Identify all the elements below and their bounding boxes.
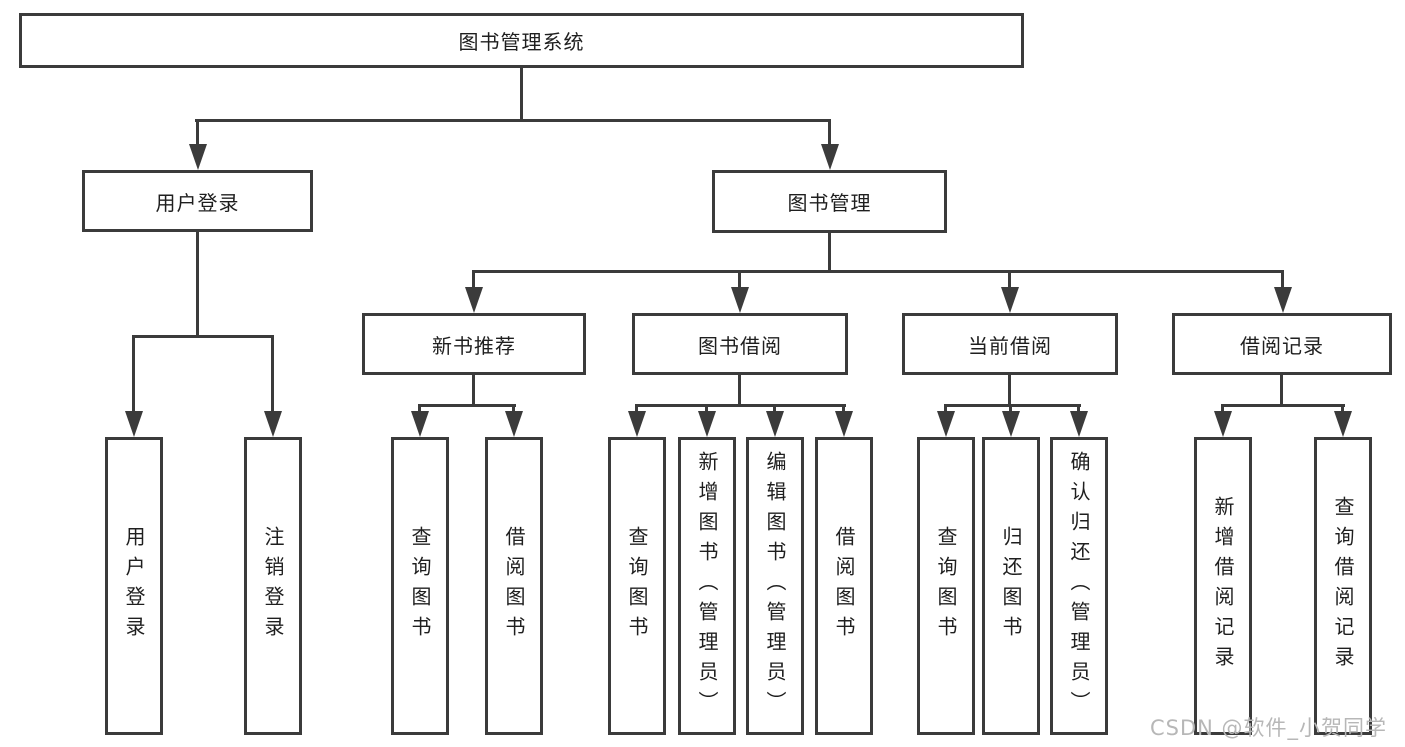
- leaf-label: 归还图书: [999, 526, 1023, 646]
- leaf-user-login: 用户登录: [105, 437, 163, 735]
- node-book-management: 图书管理: [712, 170, 947, 233]
- leaf-label: 借阅图书: [502, 526, 526, 646]
- connector-line: [418, 404, 421, 413]
- arrowhead-icon: [1214, 411, 1232, 437]
- arrowhead-icon: [628, 411, 646, 437]
- node-label: 图书借阅: [698, 333, 782, 358]
- connector-line: [1281, 270, 1284, 289]
- arrowhead-icon: [1002, 411, 1020, 437]
- arrowhead-icon: [1274, 287, 1292, 313]
- arrowhead-icon: [835, 411, 853, 437]
- connector-line: [1008, 375, 1011, 406]
- connector-line: [1280, 375, 1283, 406]
- leaf-query-borrow-record: 查询借阅记录: [1314, 437, 1372, 735]
- arrowhead-icon: [731, 287, 749, 313]
- arrowhead-icon: [821, 144, 839, 170]
- connector-line: [944, 404, 947, 413]
- connector-line: [1009, 404, 1012, 413]
- leaf-label: 编辑图书（管理员）: [763, 451, 787, 721]
- connector-line: [828, 119, 831, 146]
- connector-line: [635, 404, 846, 407]
- leaf-label: 确认归还（管理员）: [1067, 451, 1091, 721]
- leaf-label: 查询借阅记录: [1331, 496, 1355, 676]
- connector-line: [132, 335, 135, 412]
- leaf-add-borrow-record: 新增借阅记录: [1194, 437, 1252, 735]
- connector-line: [738, 375, 741, 406]
- arrowhead-icon: [937, 411, 955, 437]
- leaf-label: 新增图书（管理员）: [695, 451, 719, 721]
- connector-line: [1341, 404, 1344, 413]
- arrowhead-icon: [766, 411, 784, 437]
- leaf-borrow-books-recommend: 借阅图书: [485, 437, 543, 735]
- csdn-watermark: CSDN @软件_小贺同学: [1150, 716, 1388, 740]
- arrowhead-icon: [505, 411, 523, 437]
- leaf-label: 查询图书: [408, 526, 432, 646]
- leaf-logout: 注销登录: [244, 437, 302, 735]
- connector-line: [1077, 404, 1080, 413]
- connector-line: [196, 232, 199, 336]
- leaf-return-book: 归还图书: [982, 437, 1040, 735]
- node-current-borrowing: 当前借阅: [902, 313, 1118, 375]
- connector-line: [271, 335, 274, 412]
- connector-line: [1221, 404, 1224, 413]
- arrowhead-icon: [264, 411, 282, 437]
- leaf-label: 查询图书: [934, 526, 958, 646]
- leaf-query-books-current: 查询图书: [917, 437, 975, 735]
- node-label: 图书管理: [787, 191, 872, 215]
- leaf-label: 用户登录: [122, 526, 146, 646]
- leaf-query-books-borrowing: 查询图书: [608, 437, 666, 735]
- arrowhead-icon: [189, 144, 207, 170]
- arrowhead-icon: [411, 411, 429, 437]
- leaf-label: 查询图书: [625, 526, 649, 646]
- leaf-label: 注销登录: [261, 526, 285, 646]
- connector-line: [1008, 270, 1011, 289]
- connector-line: [512, 404, 515, 413]
- node-label: 借阅记录: [1240, 333, 1324, 358]
- connector-line: [132, 335, 274, 338]
- node-user-login: 用户登录: [82, 170, 313, 232]
- connector-line: [472, 270, 1284, 273]
- node-borrowing-records: 借阅记录: [1172, 313, 1392, 375]
- leaf-add-book-admin: 新增图书（管理员）: [678, 437, 736, 735]
- arrowhead-icon: [125, 411, 143, 437]
- arrowhead-icon: [1001, 287, 1019, 313]
- node-label: 新书推荐: [432, 333, 516, 358]
- arrowhead-icon: [698, 411, 716, 437]
- node-label: 用户登录: [155, 190, 240, 215]
- arrowhead-icon: [465, 287, 483, 313]
- connector-line: [738, 270, 741, 289]
- node-new-book-recommendation: 新书推荐: [362, 313, 586, 375]
- connector-line: [773, 404, 776, 413]
- connector-line: [195, 119, 831, 122]
- node-label: 图书管理系统: [458, 30, 585, 54]
- arrowhead-icon: [1334, 411, 1352, 437]
- connector-line: [520, 68, 523, 120]
- connector-line: [944, 404, 1081, 407]
- connector-line: [418, 404, 516, 407]
- connector-line: [196, 119, 199, 146]
- connector-line: [472, 270, 475, 289]
- node-label: 当前借阅: [968, 333, 1052, 358]
- leaf-confirm-return-admin: 确认归还（管理员）: [1050, 437, 1108, 735]
- leaf-edit-book-admin: 编辑图书（管理员）: [746, 437, 804, 735]
- connector-line: [705, 404, 708, 413]
- leaf-query-books-recommend: 查询图书: [391, 437, 449, 735]
- connector-line: [635, 404, 638, 413]
- node-book-borrowing: 图书借阅: [632, 313, 848, 375]
- node-library-management-system: 图书管理系统: [19, 13, 1024, 68]
- arrowhead-icon: [1070, 411, 1088, 437]
- leaf-label: 借阅图书: [832, 526, 856, 646]
- connector-line: [472, 375, 475, 406]
- leaf-label: 新增借阅记录: [1211, 496, 1235, 676]
- leaf-borrow-books: 借阅图书: [815, 437, 873, 735]
- connector-line: [1221, 404, 1345, 407]
- connector-line: [828, 233, 831, 272]
- connector-line: [842, 404, 845, 413]
